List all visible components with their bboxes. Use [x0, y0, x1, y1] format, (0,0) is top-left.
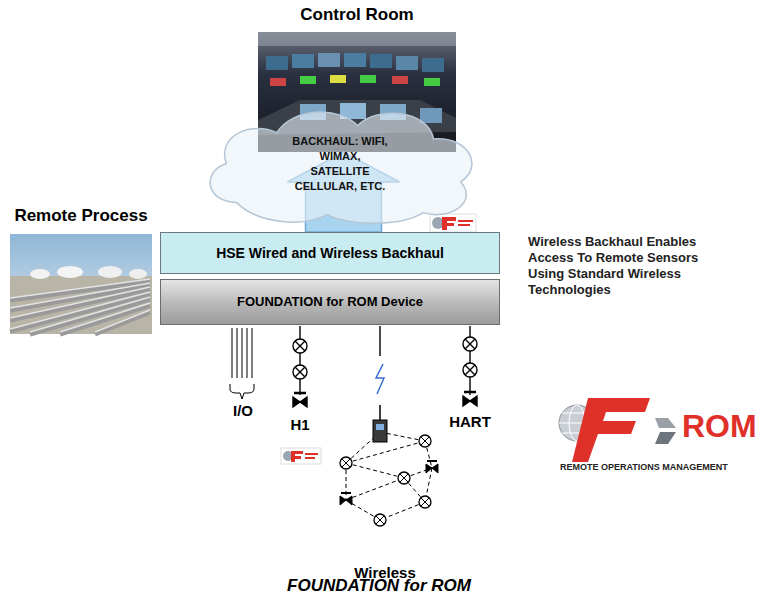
photo-node: Remote Process: [8, 205, 154, 334]
cloud-shape: BACKHAUL: WIFI, WIMAX, SATELLITE CELLULA…: [196, 100, 484, 228]
bus-label: HART: [440, 413, 500, 431]
pipeline-photo: [10, 234, 152, 334]
logo-text: ROM: [682, 407, 756, 445]
wireless-mesh: [340, 326, 438, 526]
bus-label: I/O: [218, 402, 268, 420]
fieldbus-logo: [281, 448, 321, 464]
device-band: FOUNDATION for ROM Device: [160, 279, 500, 325]
band-box: HSE Wired and Wireless Backhaul: [160, 232, 500, 274]
figure-caption: FOUNDATION for ROM: [0, 576, 758, 596]
node-title: Control Room: [300, 4, 413, 27]
bus-label: H1: [280, 416, 320, 434]
rom-logo: [559, 398, 676, 462]
io-wires: [230, 328, 254, 399]
cloud-outline: [196, 100, 484, 228]
h1-devices: [293, 326, 307, 407]
note-text: Wireless Backhaul Enables Access To Remo…: [528, 234, 728, 298]
logo-subtitle: REMOTE OPERATIONS MANAGEMENT: [560, 462, 756, 473]
hart-devices: [463, 326, 477, 406]
node-title: FOUNDATION for ROM Device: [237, 293, 423, 311]
node-title: BACKHAUL: WIFI, WIMAX, SATELLITE CELLULA…: [290, 134, 390, 193]
node-title: Remote Process: [14, 205, 147, 228]
fieldbus-logo: [430, 214, 476, 232]
node-title: HSE Wired and Wireless Backhaul: [216, 244, 444, 263]
